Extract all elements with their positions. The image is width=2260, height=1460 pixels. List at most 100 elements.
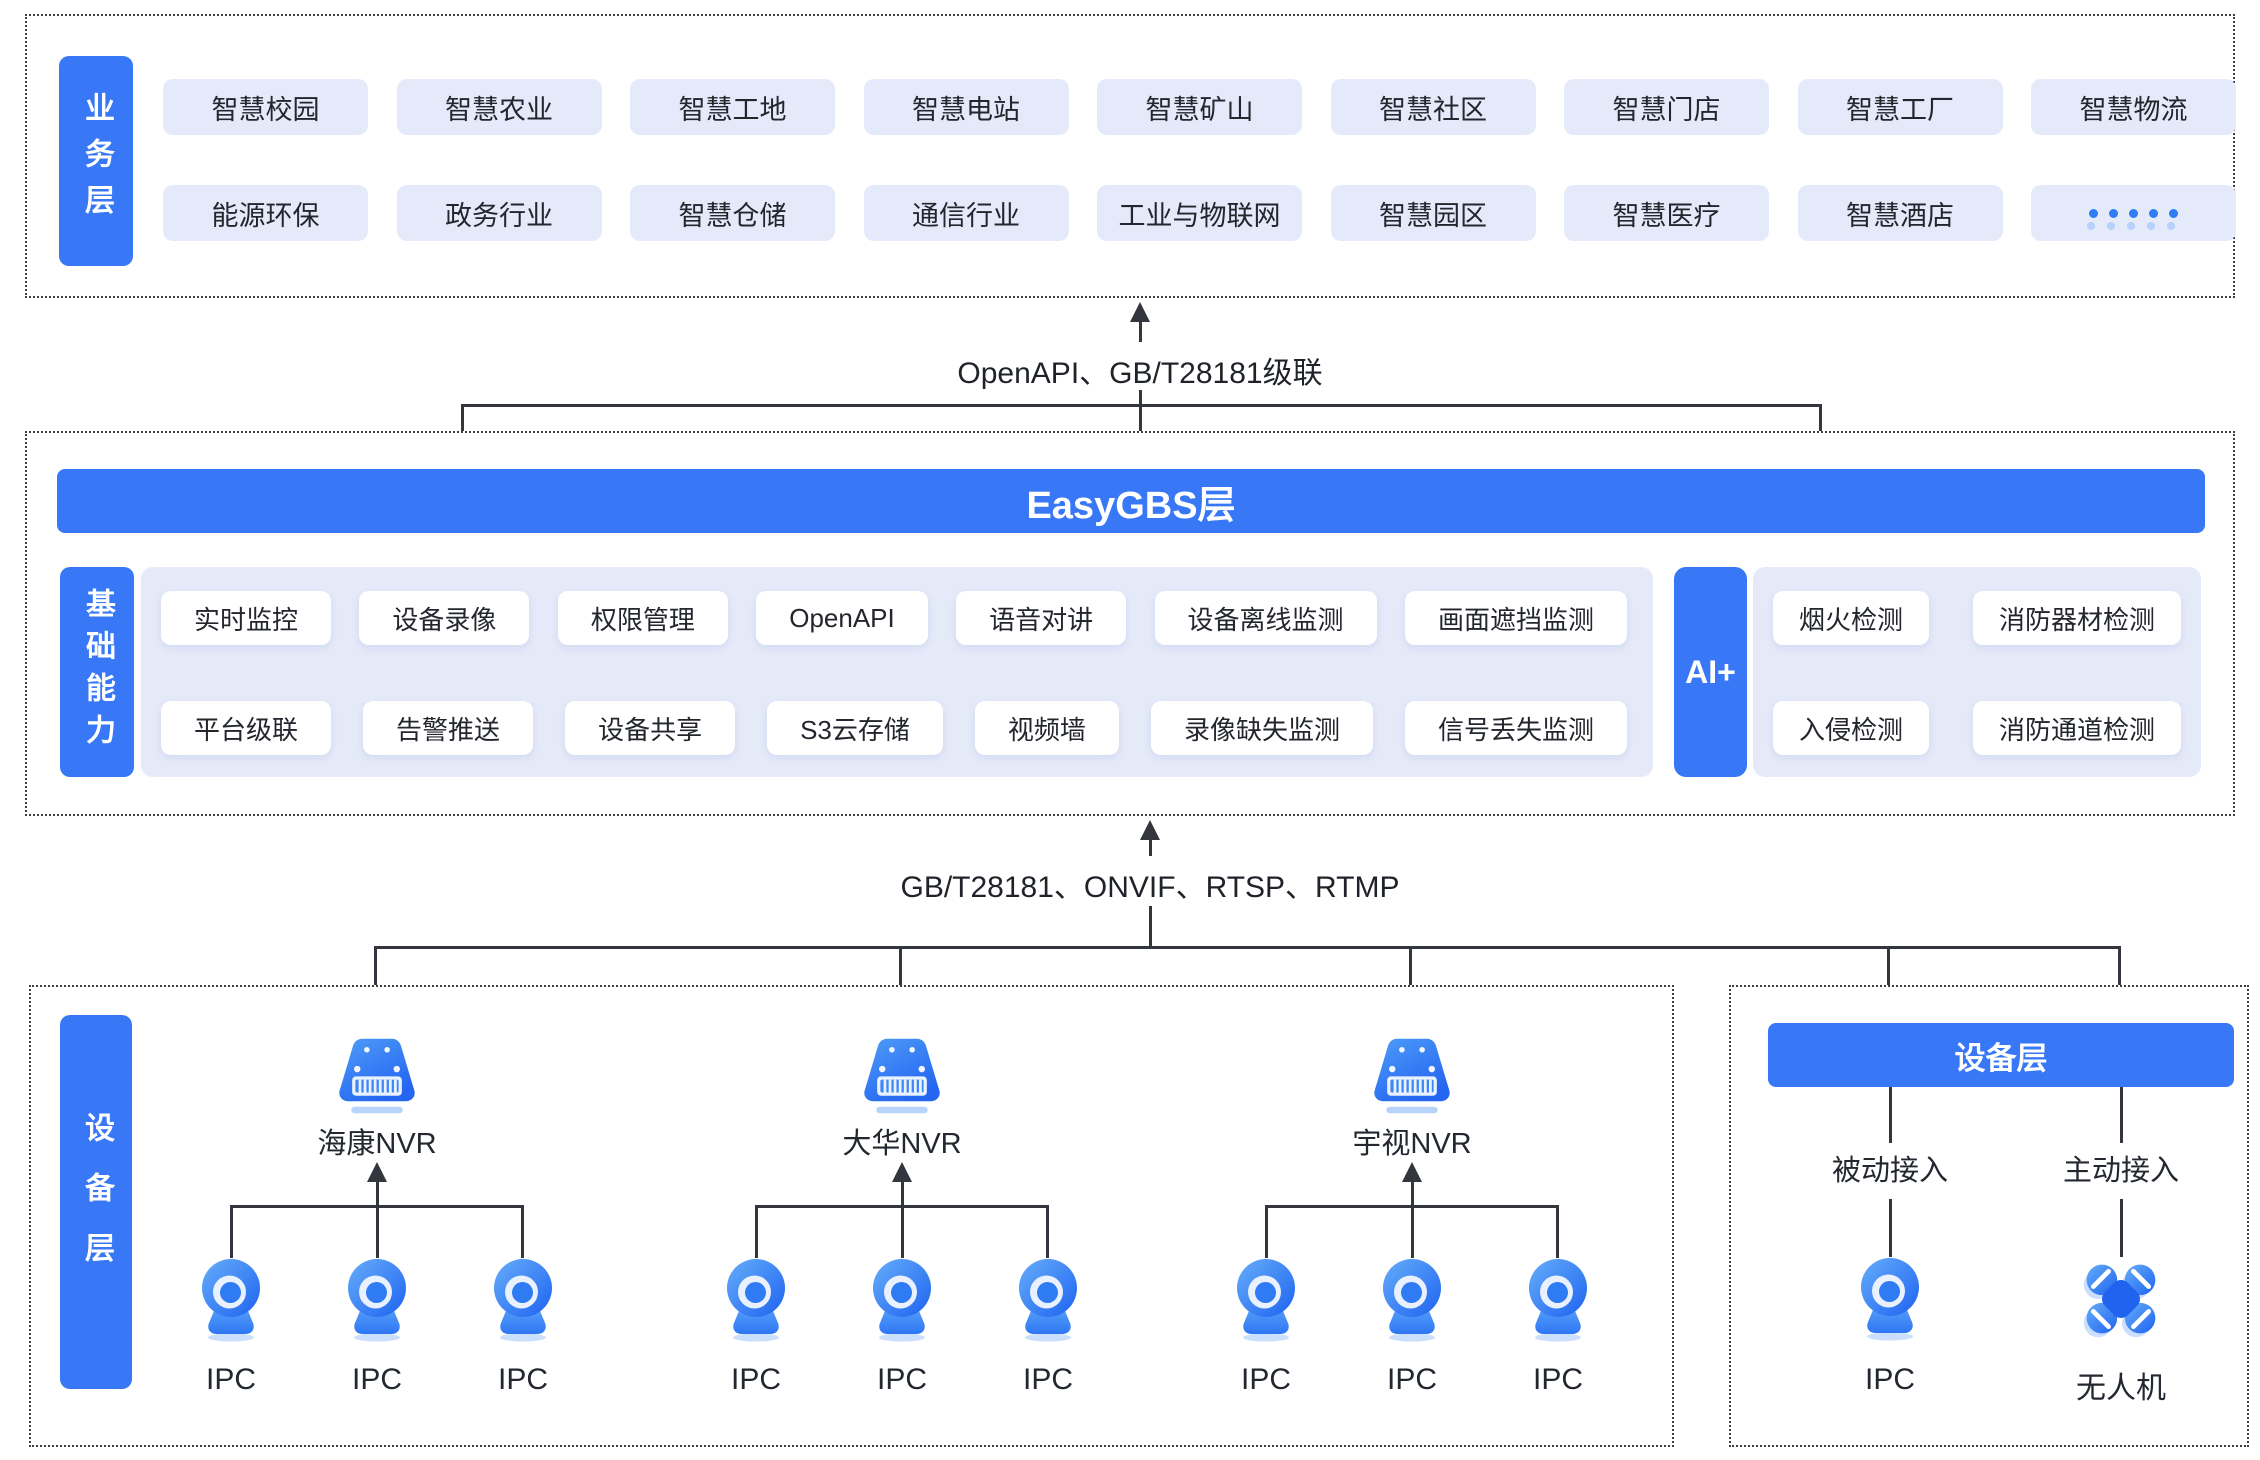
capability-card: S3云存储: [767, 701, 943, 755]
arrow-up-to-nvr: [1402, 1162, 1422, 1182]
webcam-icon: [1230, 1258, 1302, 1342]
nvr-group: 宇视NVR IPC IPC IPC: [1222, 987, 1602, 1449]
business-layer-panel: 业务层 智慧校园 智慧农业 智慧工地 智慧电站 智慧矿山 智慧社区 智慧门店 智…: [25, 14, 2236, 298]
connector-line: [1139, 390, 1142, 470]
capability-card: 设备共享: [565, 701, 736, 755]
ai-card: 消防器材检测: [1972, 591, 2181, 645]
nvr-recorder-icon: [856, 1035, 948, 1116]
connector-line: [1046, 1205, 1049, 1258]
connector-line: [376, 1180, 379, 1258]
capabilities-panel: 实时监控 设备录像 权限管理 OpenAPI 语音对讲 设备离线监测 画面遮挡监…: [141, 567, 1653, 777]
business-chip: 智慧仓储: [630, 185, 835, 241]
device-layer-label-text: 设备层: [80, 1112, 113, 1292]
capability-card: 告警推送: [363, 701, 534, 755]
capability-card: 平台级联: [161, 701, 332, 755]
ai-row-2: 入侵检测 消防通道检测: [1773, 701, 2181, 755]
connector-bracket: [231, 1205, 523, 1208]
ipc-label: IPC: [1022, 1363, 1073, 1396]
connector-line: [521, 1205, 524, 1258]
connector-line: [1889, 1087, 1892, 1143]
ai-plus-panel: 烟火检测 消防器材检测 入侵检测 消防通道检测: [1753, 567, 2201, 777]
business-chip: 智慧物流: [2031, 79, 2236, 135]
business-chip: 智慧工地: [630, 79, 835, 135]
nvr-name: 大华NVR: [842, 1128, 962, 1160]
webcam-icon: [1854, 1257, 1926, 1341]
capability-card: 设备离线监测: [1154, 591, 1377, 645]
connector-line: [230, 1205, 233, 1258]
webcam-icon: [720, 1258, 792, 1342]
connector-line: [2120, 1199, 2123, 1257]
arrow-up-to-easygbs: [1140, 820, 1160, 840]
capability-card: 画面遮挡监测: [1404, 591, 1627, 645]
webcam-icon: [866, 1258, 938, 1342]
business-layer-label-text: 业务层: [80, 92, 113, 230]
business-chip: 智慧门店: [1564, 79, 1769, 135]
business-chip: 智慧工厂: [1797, 79, 2003, 135]
ai-card: 烟火检测: [1773, 591, 1930, 645]
capability-card: 设备录像: [359, 591, 530, 645]
business-chip: 政务行业: [396, 185, 602, 241]
webcam-icon: [341, 1258, 413, 1342]
capability-card: OpenAPI: [756, 591, 928, 645]
more-dots-icon: [2087, 208, 2178, 230]
business-chip: 智慧农业: [396, 79, 602, 135]
ipc-label: IPC: [351, 1363, 402, 1396]
webcam-icon: [487, 1258, 559, 1342]
connector-line: [1556, 1205, 1559, 1258]
connector-line: [1887, 946, 1890, 1021]
connector-line: [901, 1180, 904, 1258]
ipc-label: IPC: [876, 1363, 927, 1396]
nvr-recorder-icon: [331, 1035, 423, 1116]
business-layer-label: 业务层: [59, 56, 133, 266]
device-layer-label: 设备层: [60, 1015, 132, 1389]
ai-card: 消防通道检测: [1972, 701, 2181, 755]
ipc-label: IPC: [497, 1363, 548, 1396]
capability-card: 录像缺失监测: [1150, 701, 1373, 755]
access-mode-label: 被动接入: [1831, 1155, 1948, 1187]
ai-card: 入侵检测: [1773, 701, 1930, 755]
business-chip-more: [2031, 185, 2236, 241]
business-chip: 通信行业: [863, 185, 1069, 241]
business-chip: 智慧矿山: [1097, 79, 1302, 135]
connector-bracket: [374, 946, 2121, 949]
capability-card: 视频墙: [974, 701, 1119, 755]
nvr-recorder-icon: [1366, 1035, 1458, 1116]
capability-card: 信号丢失监测: [1404, 701, 1627, 755]
connector-bottom-label: GB/T28181、ONVIF、RTSP、RTMP: [750, 862, 1550, 906]
nvr-group: 海康NVR IPC IPC IPC: [187, 987, 567, 1449]
capabilities-label: 基础能力: [60, 567, 134, 777]
device-layer-panel: 设备层 海康NVR IPC IPC IPC 大华NVR IPC IPC IPC: [29, 985, 1674, 1447]
capability-card: 权限管理: [557, 591, 728, 645]
device-layer-header-text: 设备层: [1954, 1040, 2048, 1076]
connector-line: [1149, 838, 1152, 856]
device-layer-header: 设备层: [1768, 1023, 2234, 1087]
easygbs-layer-panel: EasyGBS层 基础能力 实时监控 设备录像 权限管理 OpenAPI 语音对…: [25, 431, 2235, 816]
connector-line: [1149, 906, 1152, 949]
capability-card: 语音对讲: [956, 591, 1127, 645]
easygbs-title-bar: EasyGBS层: [57, 469, 2205, 533]
access-mode-label: 主动接入: [2062, 1155, 2179, 1187]
webcam-icon: [195, 1258, 267, 1342]
business-row-1: 智慧校园 智慧农业 智慧工地 智慧电站 智慧矿山 智慧社区 智慧门店 智慧工厂 …: [163, 79, 2236, 135]
capabilities-row-2: 平台级联 告警推送 设备共享 S3云存储 视频墙 录像缺失监测 信号丢失监测: [161, 701, 1627, 755]
ai-row-1: 烟火检测 消防器材检测: [1773, 591, 2181, 645]
ipc-label: IPC: [1532, 1363, 1583, 1396]
capabilities-label-text: 基础能力: [81, 588, 114, 756]
device-label: 无人机: [2076, 1372, 2166, 1405]
ipc-label: IPC: [1240, 1363, 1291, 1396]
connector-line: [1265, 1205, 1268, 1258]
business-chip: 智慧酒店: [1797, 185, 2003, 241]
connector-line: [2118, 946, 2121, 1021]
arrow-up-to-business: [1130, 302, 1150, 322]
business-chip: 智慧电站: [863, 79, 1069, 135]
ai-plus-label: AI+: [1674, 567, 1747, 777]
ai-plus-label-text: AI+: [1685, 653, 1736, 690]
capability-card: 实时监控: [161, 591, 332, 645]
business-chip: 能源环保: [163, 185, 368, 241]
easygbs-title: EasyGBS层: [1026, 484, 1236, 527]
drone-icon: [2079, 1257, 2163, 1341]
ipc-label: IPC: [205, 1363, 256, 1396]
webcam-icon: [1522, 1258, 1594, 1342]
business-chip: 智慧园区: [1330, 185, 1536, 241]
connector-line: [1411, 1180, 1414, 1258]
